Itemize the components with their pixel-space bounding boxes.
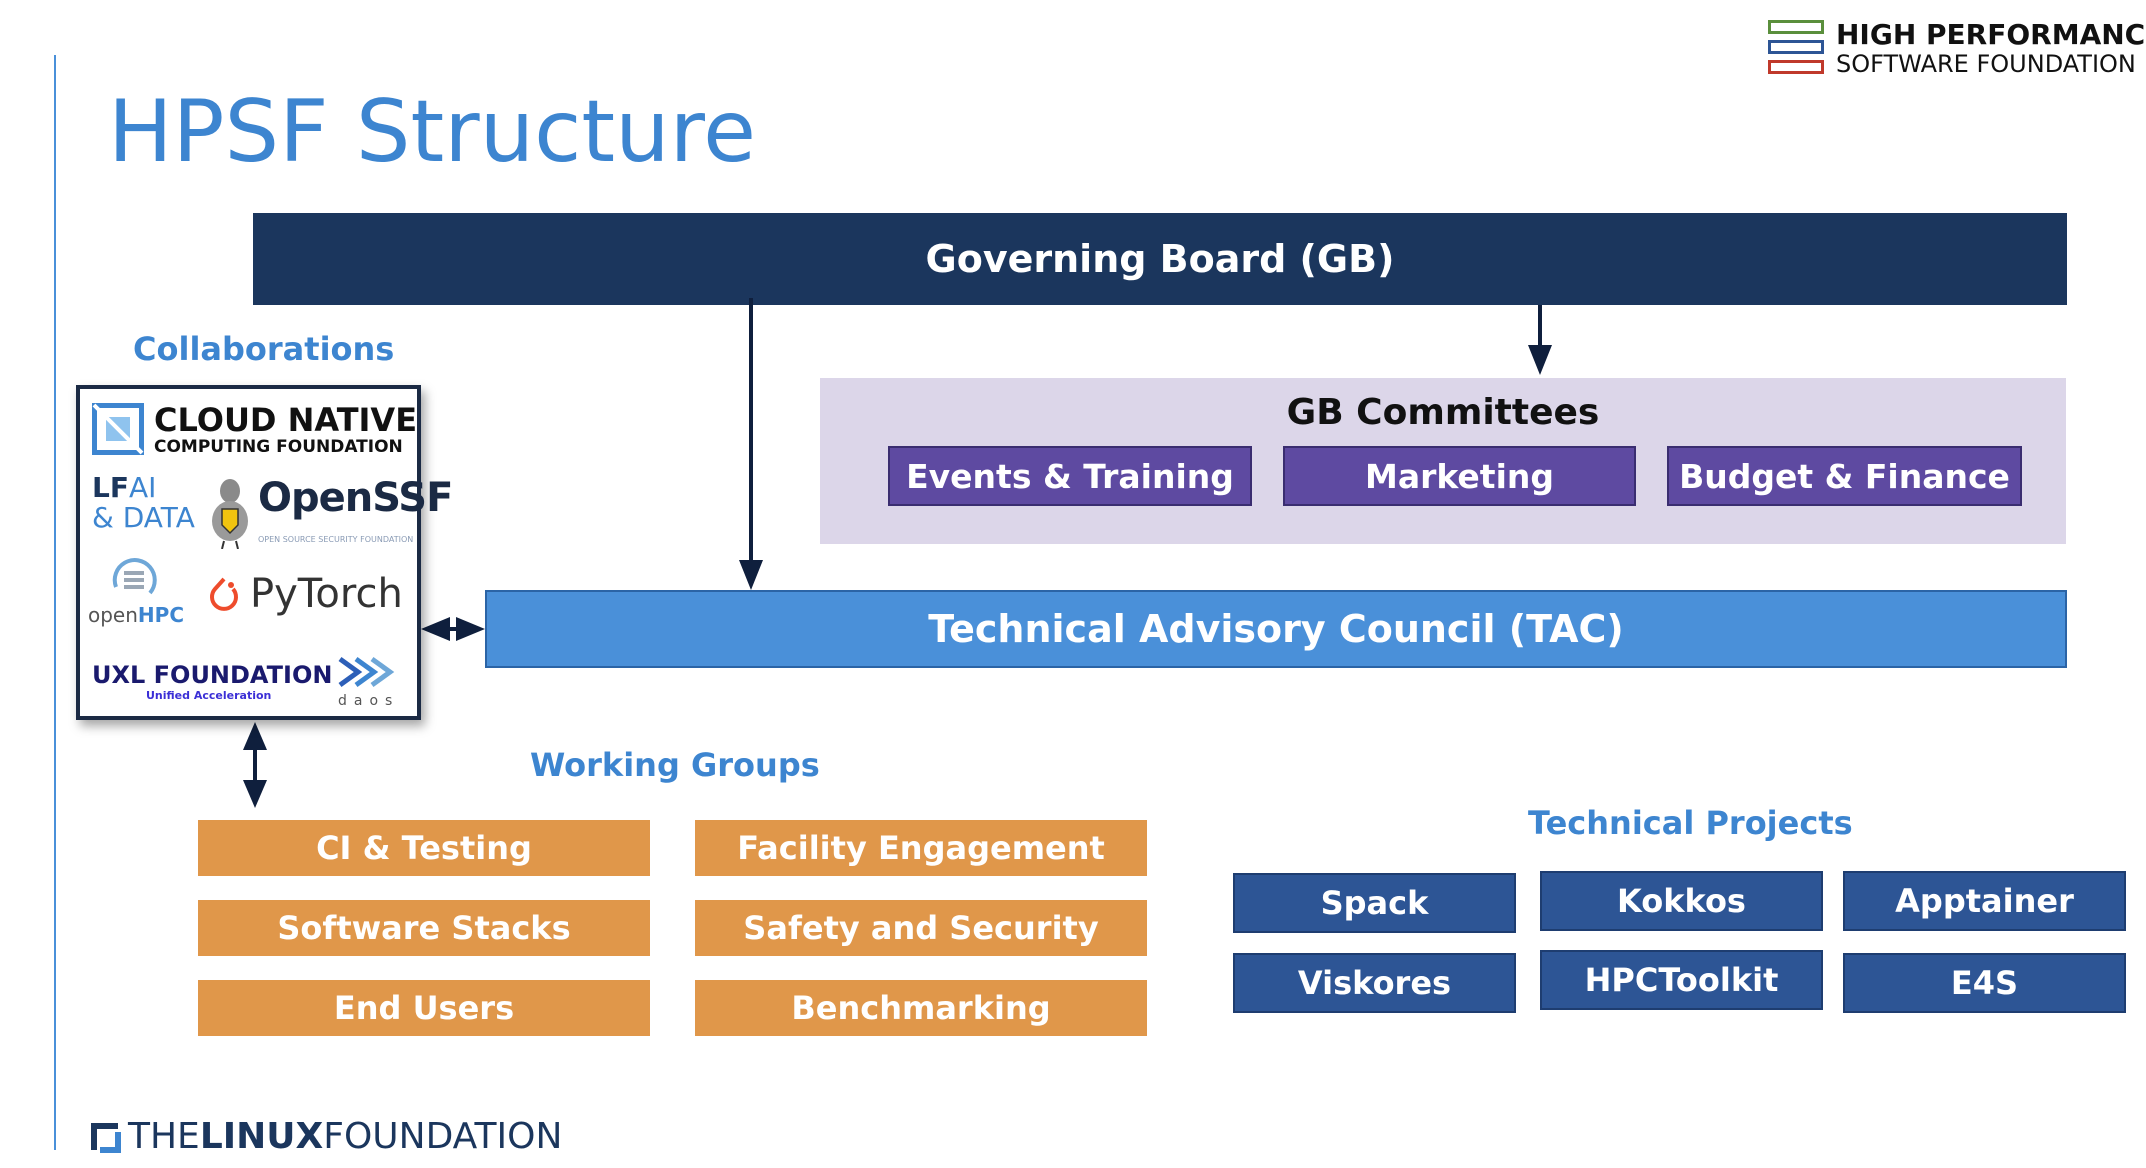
collaborations-logos-box: CLOUD NATIVE COMPUTING FOUNDATION LFAI &…: [76, 385, 453, 720]
project-hpctoolkit: HPCToolkit: [1540, 950, 1823, 1010]
lfai-ai: AI: [128, 471, 157, 504]
project-apptainer: Apptainer: [1843, 871, 2126, 931]
project-viskores: Viskores: [1233, 953, 1516, 1013]
technical-projects-title: Technical Projects: [1528, 804, 1853, 842]
pytorch-wordmark: PyTorch: [250, 571, 403, 617]
hpsf-logo-line1: HIGH PERFORMANCE: [1836, 18, 2146, 51]
hpsf-logo-line2: SOFTWARE FOUNDATION: [1836, 50, 2136, 78]
openhpc-wordmark: openHPC: [88, 603, 184, 627]
committee-marketing: Marketing: [1283, 446, 1636, 506]
lf-foundation: FOUNDATION: [323, 1116, 563, 1157]
openssf-name: OpenSSF: [258, 475, 453, 521]
wg-ci-testing: CI & Testing: [198, 820, 650, 876]
openhpc-hpc: HPC: [137, 603, 184, 627]
lf-linux: LINUX: [199, 1116, 324, 1157]
committee-budget-finance: Budget & Finance: [1667, 446, 2022, 506]
collaborations-title: Collaborations: [133, 330, 395, 368]
wg-safety-security: Safety and Security: [695, 900, 1147, 956]
governing-board-box: Governing Board (GB): [253, 213, 2067, 305]
cncf-line1: CLOUD NATIVE: [154, 401, 418, 439]
working-groups-title: Working Groups: [530, 746, 820, 784]
hpsf-logo: HIGH PERFORMANCE SOFTWARE FOUNDATION: [1768, 18, 2146, 80]
left-accent-line: [54, 55, 56, 1150]
cncf-logo-icon: [92, 403, 144, 455]
project-kokkos: Kokkos: [1540, 871, 1823, 931]
arrow-collab-tac: [421, 617, 485, 641]
openhpc-open: open: [88, 603, 138, 627]
project-e4s: E4S: [1843, 953, 2126, 1013]
arrow-gb-to-tac: [739, 298, 763, 590]
wg-facility-engagement: Facility Engagement: [695, 820, 1147, 876]
pytorch-flame-icon: [210, 577, 238, 611]
daos-chevrons-icon: [338, 656, 395, 688]
page-title: HPSF Structure: [108, 82, 756, 182]
lfai-lf: LF: [92, 471, 129, 504]
wg-benchmarking: Benchmarking: [695, 980, 1147, 1036]
lfai-logo: LFAI & DATA: [92, 473, 195, 533]
logo-bar-blue: [1768, 40, 1824, 54]
arrow-collab-working-groups: [243, 722, 267, 808]
cncf-line2: COMPUTING FOUNDATION: [154, 437, 403, 457]
logo-bar-red: [1768, 60, 1824, 74]
uxl-line2: Unified Acceleration: [146, 689, 272, 702]
wg-software-stacks: Software Stacks: [198, 900, 650, 956]
lfai-data: & DATA: [92, 501, 195, 534]
daos-wordmark: daos: [338, 693, 400, 709]
committee-events-training: Events & Training: [888, 446, 1252, 506]
logo-bar-green: [1768, 20, 1824, 34]
uxl-line1: UXL FOUNDATION: [92, 661, 333, 689]
linux-foundation-mark-icon: [91, 1123, 121, 1153]
linux-foundation-logo: THELINUXFOUNDATION: [128, 1116, 562, 1157]
openhpc-logo-icon: [112, 558, 157, 595]
project-spack: Spack: [1233, 873, 1516, 933]
gb-committees-title: GB Committees: [1286, 392, 1600, 433]
hpsf-logo-mark-icon: [1768, 18, 1828, 78]
lf-the: THE: [128, 1116, 200, 1157]
wg-end-users: End Users: [198, 980, 650, 1036]
openssf-tagline: OPEN SOURCE SECURITY FOUNDATION: [258, 535, 414, 544]
tac-box: Technical Advisory Council (TAC): [485, 590, 2067, 668]
openssf-goose-icon: [212, 479, 248, 549]
arrow-gb-to-committees: [1528, 305, 1552, 375]
